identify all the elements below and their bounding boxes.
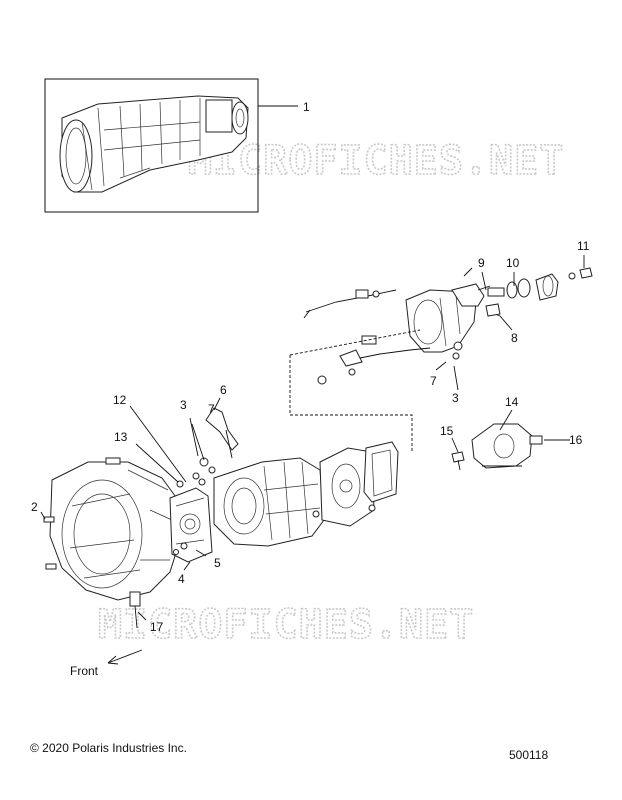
callout-7-left: 7 (208, 402, 215, 416)
callout-9: 9 (478, 256, 485, 270)
front-cover-illustration (169, 487, 213, 563)
front-label: Front (70, 664, 99, 678)
leader-lines (40, 105, 585, 621)
callout-3-right: 3 (452, 391, 459, 405)
output-shaft-parts-illustration (463, 267, 593, 317)
transmission-assembly-illustration (59, 95, 249, 193)
callout-1: 1 (303, 100, 310, 114)
assembly-inset-box (44, 78, 259, 213)
bell-housing-illustration (49, 461, 181, 601)
figure-number: 500118 (509, 748, 549, 762)
callout-15: 15 (440, 424, 454, 438)
callout-11: 11 (577, 239, 590, 253)
kit-group-bracket (289, 329, 421, 452)
main-case-illustration (213, 457, 325, 547)
callout-13: 13 (114, 430, 128, 444)
callout-8: 8 (511, 331, 518, 345)
gasket-illustration (363, 441, 399, 503)
callout-7-right: 7 (430, 374, 437, 388)
callout-12: 12 (113, 393, 127, 407)
callout-10: 10 (506, 256, 520, 270)
callout-numbers: 1 2 3 3 4 5 6 7 7 8 9 10 11 12 13 14 15 … (31, 100, 590, 634)
watermark-bottom: MICROFICHES.NET (98, 602, 474, 648)
callout-14: 14 (505, 395, 519, 409)
intermediate-plate-illustration (319, 447, 375, 527)
bracket-illustration (205, 407, 239, 459)
fasteners (43, 341, 465, 629)
extension-housing-illustration (405, 283, 485, 353)
front-arrow-icon (107, 649, 143, 665)
callout-17: 17 (150, 620, 164, 634)
watermark-top: MICROFICHES.NET (188, 138, 564, 184)
slave-cylinder-illustration (471, 423, 543, 469)
callout-2: 2 (31, 500, 38, 514)
callout-16: 16 (569, 433, 583, 447)
callout-5: 5 (214, 556, 221, 570)
callout-4: 4 (178, 572, 185, 586)
callout-6: 6 (220, 383, 227, 397)
callout-3-left: 3 (180, 398, 187, 412)
copyright-notice: © 2020 Polaris Industries Inc. (30, 741, 187, 755)
